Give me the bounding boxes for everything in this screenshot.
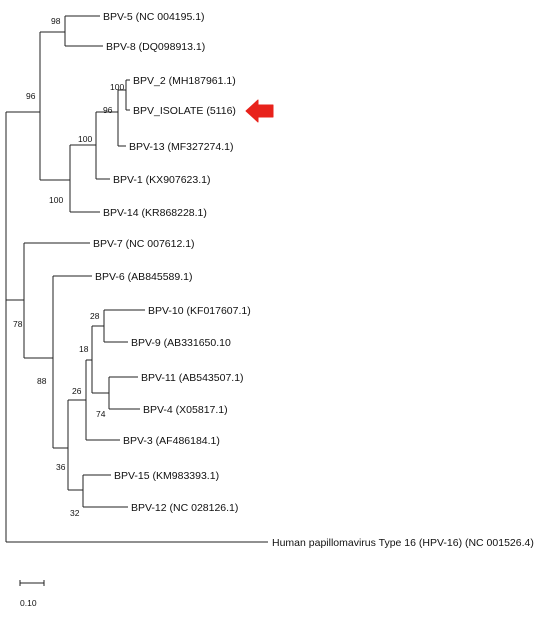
- branch-bpv5-bpv8: [40, 15, 103, 47]
- leaf-labels: BPV-5 (NC 004195.1) BPV-8 (DQ098913.1) B…: [93, 11, 534, 549]
- branch-bpv10-bpv9: [92, 309, 145, 343]
- bootstrap-label: 100: [110, 82, 124, 92]
- leaf-label-bpv2: BPV_2 (MH187961.1): [133, 75, 236, 87]
- bootstrap-label: 96: [103, 105, 113, 115]
- branch-bpv9-11-group: [68, 360, 120, 441]
- leaf-label-bpv3: BPV-3 (AF486184.1): [123, 435, 220, 447]
- bootstrap-values: 98 100 96 100 100 96 28 74 18 26 32 36 8…: [13, 16, 124, 518]
- bootstrap-label: 28: [90, 311, 100, 321]
- branch-clade2: [6, 243, 25, 358]
- bootstrap-label: 32: [70, 508, 80, 518]
- scale-bar-label: 0.10: [20, 598, 37, 608]
- bootstrap-label: 26: [72, 386, 82, 396]
- leaf-label-bpv10: BPV-10 (KF017607.1): [148, 305, 251, 317]
- leaf-label-bpv9: BPV-9 (AB331650.10: [131, 337, 231, 349]
- bootstrap-label: 74: [96, 409, 106, 419]
- branch-bpv6-group: [24, 275, 92, 448]
- branch-bpv2-iso: [118, 79, 130, 111]
- branch-bpv3-group: [53, 400, 69, 490]
- branch-bpv15-bpv12: [68, 474, 128, 508]
- leaf-label-bpv6: BPV-6 (AB845589.1): [95, 271, 192, 283]
- branch-bpv13-group: [96, 90, 126, 147]
- leaf-label-bpv13: BPV-13 (MF327274.1): [129, 141, 233, 153]
- branch-bpv-iso-group: [40, 145, 100, 213]
- leaf-label-bpv12: BPV-12 (NC 028126.1): [131, 502, 238, 514]
- branch-bpv11-bpv4: [92, 376, 140, 410]
- leaf-label-hpv16: Human papillomavirus Type 16 (HPV-16) (N…: [272, 537, 534, 549]
- leaf-label-isolate: BPV_ISOLATE (5116): [133, 105, 236, 117]
- leaf-label-bpv8: BPV-8 (DQ098913.1): [106, 41, 205, 53]
- branch-clade1: [6, 32, 41, 180]
- bootstrap-label: 18: [79, 344, 89, 354]
- bootstrap-label: 98: [51, 16, 61, 26]
- scale-bar: 0.10: [19, 580, 45, 608]
- scale-bar-line: [19, 580, 45, 586]
- leaf-label-bpv5: BPV-5 (NC 004195.1): [103, 11, 205, 23]
- leaf-label-bpv14: BPV-14 (KR868228.1): [103, 207, 207, 219]
- branch-bpv9-bpv11: [86, 326, 93, 393]
- bootstrap-label: 100: [49, 195, 63, 205]
- bootstrap-label: 78: [13, 319, 23, 329]
- leaf-label-bpv4: BPV-4 (X05817.1): [143, 404, 228, 416]
- branch-bpv1-group: [70, 112, 110, 180]
- bootstrap-label: 88: [37, 376, 47, 386]
- leaf-label-bpv15: BPV-15 (KM983393.1): [114, 470, 219, 482]
- leaf-label-bpv11: BPV-11 (AB543507.1): [141, 372, 244, 384]
- bootstrap-label: 36: [56, 462, 66, 472]
- bootstrap-label: 100: [78, 134, 92, 144]
- leaf-label-bpv1: BPV-1 (KX907623.1): [113, 174, 210, 186]
- tree-branches: [5, 15, 268, 543]
- red-arrow-icon: [245, 99, 274, 123]
- bootstrap-label: 96: [26, 91, 36, 101]
- leaf-label-bpv7: BPV-7 (NC 007612.1): [93, 238, 195, 250]
